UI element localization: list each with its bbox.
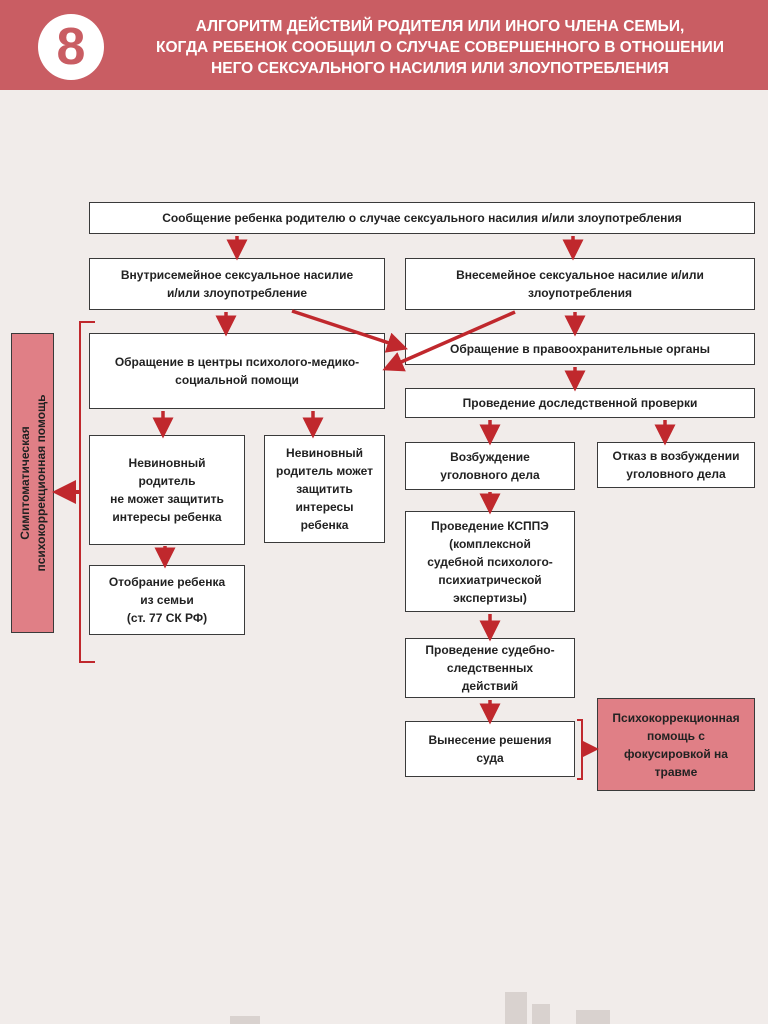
decor-bar: [230, 1016, 260, 1024]
expertise-box: Проведение КСППЭ (комплексной судебной п…: [405, 511, 575, 612]
case-open-box: Возбуждение уголовного дела: [405, 442, 575, 490]
decor-bar: [505, 992, 527, 1024]
case-refusal-box: Отказ в возбуждении уголовного дела: [597, 442, 755, 488]
header-banner: 8 АЛГОРИТМ ДЕЙСТВИЙ РОДИТЕЛЯ ИЛИ ИНОГО Ч…: [0, 0, 768, 90]
arrow-intrafamily-police: [291, 309, 408, 353]
centers-box: Обращение в центры психолого-медико- соц…: [89, 333, 385, 409]
bracket-right: [577, 719, 583, 780]
child-removal-box: Отобрание ребенка из семьи (ст. 77 СК РФ…: [89, 565, 245, 635]
symptomatic-help-box: Симптоматическая психокоррекционная помо…: [11, 333, 54, 633]
decor-bar: [576, 1010, 610, 1024]
parent-cannot-protect-box: Невиновный родитель не может защитить ин…: [89, 435, 245, 545]
step-number-badge: 8: [38, 14, 104, 80]
decor-bar: [532, 1004, 550, 1024]
page-title-text: АЛГОРИТМ ДЕЙСТВИЙ РОДИТЕЛЯ ИЛИ ИНОГО ЧЛЕ…: [156, 18, 724, 77]
extrafamily-box: Внесемейное сексуальное насилие и/или зл…: [405, 258, 755, 310]
bracket-left: [79, 321, 95, 663]
police-box: Обращение в правоохранительные органы: [405, 333, 755, 365]
arrow-extrafamily-centers: [382, 310, 516, 372]
investigation-box: Проведение судебно- следственных действи…: [405, 638, 575, 698]
intrafamily-box: Внутрисемейное сексуальное насилие и/или…: [89, 258, 385, 310]
parent-can-protect-box: Невиновный родитель может защитить интер…: [264, 435, 385, 543]
report-box: Сообщение ребенка родителю о случае секс…: [89, 202, 755, 234]
trauma-help-box: Психокоррекционная помощь с фокусировкой…: [597, 698, 755, 791]
page-title: АЛГОРИТМ ДЕЙСТВИЙ РОДИТЕЛЯ ИЛИ ИНОГО ЧЛЕ…: [120, 16, 760, 79]
precheck-box: Проведение доследственной проверки: [405, 388, 755, 418]
